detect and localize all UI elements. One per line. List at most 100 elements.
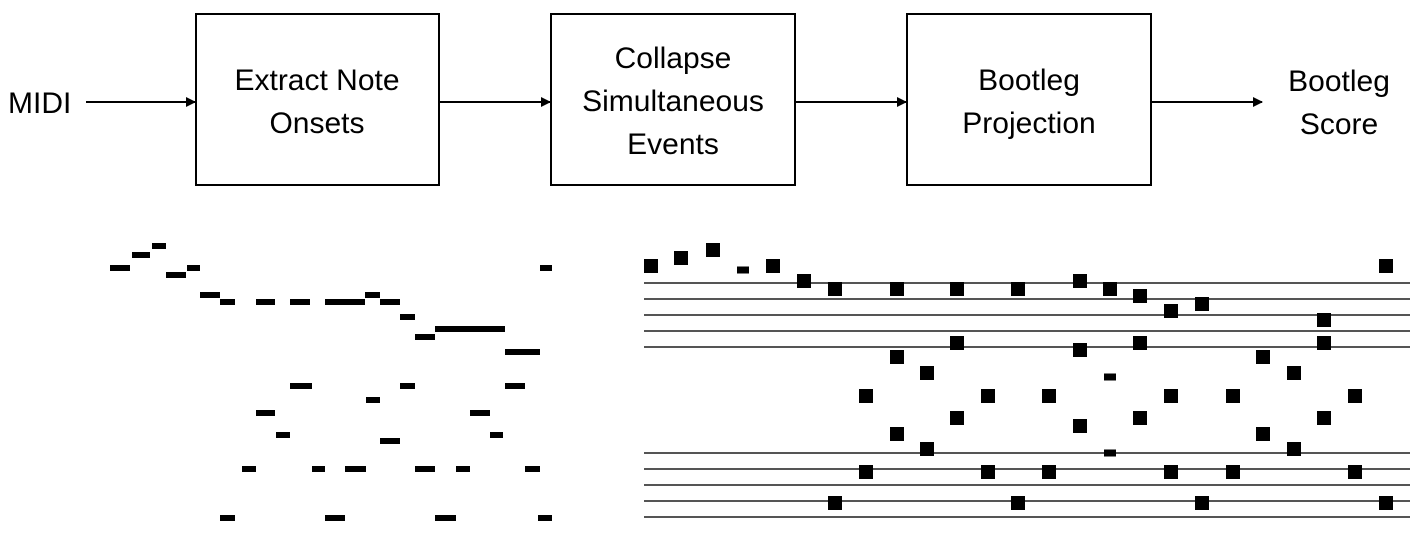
note-segment (276, 432, 290, 438)
notehead-block (1256, 427, 1270, 441)
notehead-block (890, 350, 904, 364)
notehead-block (1164, 304, 1178, 318)
note-segment (152, 243, 166, 249)
notehead-block (1287, 442, 1301, 456)
note-segment (345, 466, 366, 472)
note-segment (366, 397, 380, 403)
notehead-block (890, 282, 904, 296)
notehead-block (920, 442, 934, 456)
notehead-block (1011, 282, 1025, 296)
note-segment (290, 299, 310, 305)
note-segment (312, 466, 325, 472)
note-segment (132, 252, 150, 258)
notehead-block (1256, 350, 1270, 364)
notehead-block (1073, 419, 1087, 433)
note-segment (538, 515, 552, 521)
extract-step-line-2: Onsets (269, 107, 364, 140)
notehead-block (981, 389, 995, 403)
notehead-block (766, 259, 780, 273)
bootleg-score-illustration (644, 243, 1393, 510)
note-segment (505, 349, 540, 355)
notehead-block (1164, 465, 1178, 479)
notehead-block (1073, 274, 1087, 288)
note-segment (325, 299, 365, 305)
staff-lines (644, 282, 1410, 518)
note-segment (166, 272, 186, 278)
note-segment (400, 383, 415, 389)
note-segment (435, 326, 505, 332)
note-segment (470, 410, 490, 416)
note-segment (256, 299, 275, 305)
notehead-block (981, 465, 995, 479)
note-segment (415, 466, 435, 472)
notehead-block (1164, 389, 1178, 403)
note-segment (187, 265, 200, 271)
collapse-simultaneous-events-box: Collapse Simultaneous Events (550, 13, 796, 186)
note-segment (505, 383, 525, 389)
notehead-block (706, 243, 720, 257)
notehead-block (1348, 465, 1362, 479)
notehead-block (1133, 336, 1147, 350)
note-segment (220, 299, 235, 305)
note-segment (290, 383, 312, 389)
notehead-block (1287, 366, 1301, 380)
output-label-line-2: Score (1300, 108, 1378, 141)
notehead-block (1133, 289, 1147, 303)
notehead-block (1379, 259, 1393, 273)
collapse-step-line-1: Collapse (615, 42, 732, 75)
note-segment (380, 438, 400, 444)
notehead-block (1042, 465, 1056, 479)
notehead-block (828, 496, 842, 510)
notehead-block (859, 389, 873, 403)
note-segment (325, 515, 345, 521)
notehead-block (1226, 465, 1240, 479)
note-segment (110, 265, 130, 271)
notehead-block (920, 366, 934, 380)
notehead-block (950, 282, 964, 296)
note-segment (256, 410, 275, 416)
notehead-block (1226, 389, 1240, 403)
notehead-block (1042, 389, 1056, 403)
notehead-block (1104, 373, 1116, 381)
notehead-block (859, 465, 873, 479)
note-segment (415, 334, 435, 340)
notehead-block (1348, 389, 1362, 403)
bootleg-projection-box: Bootleg Projection (906, 13, 1152, 186)
note-segment (540, 265, 552, 271)
notehead-block (828, 282, 842, 296)
notehead-block (890, 427, 904, 441)
notehead-block (644, 259, 658, 273)
note-segment (380, 299, 400, 305)
midi-piano-roll-illustration (110, 243, 552, 521)
notehead-block (737, 266, 749, 274)
note-segment (490, 432, 503, 438)
notehead-block (1133, 411, 1147, 425)
notehead-block (1103, 282, 1117, 296)
projection-step-line-2: Projection (962, 107, 1095, 140)
note-segment (200, 292, 220, 298)
collapse-step-line-2: Simultaneous (582, 85, 764, 118)
extract-step-line-1: Extract Note (234, 64, 399, 97)
notehead-block (1011, 496, 1025, 510)
notehead-block (1317, 336, 1331, 350)
note-segment (220, 515, 235, 521)
extract-note-onsets-box: Extract Note Onsets (195, 13, 440, 186)
output-label-line-1: Bootleg (1288, 65, 1390, 98)
notehead-block (1195, 496, 1209, 510)
collapse-step-line-3: Events (627, 128, 719, 161)
notehead-block (950, 336, 964, 350)
notehead-block (797, 274, 811, 288)
notehead-block (674, 251, 688, 265)
notehead-block (1073, 343, 1087, 357)
note-segment (242, 466, 256, 472)
input-label: MIDI (8, 87, 71, 120)
notehead-block (1104, 449, 1116, 457)
notehead-block (1317, 411, 1331, 425)
notehead-block (1317, 313, 1331, 327)
note-segment (400, 314, 415, 320)
projection-step-line-1: Bootleg (978, 64, 1080, 97)
note-segment (456, 466, 470, 472)
note-segment (435, 515, 456, 521)
notehead-block (1379, 496, 1393, 510)
